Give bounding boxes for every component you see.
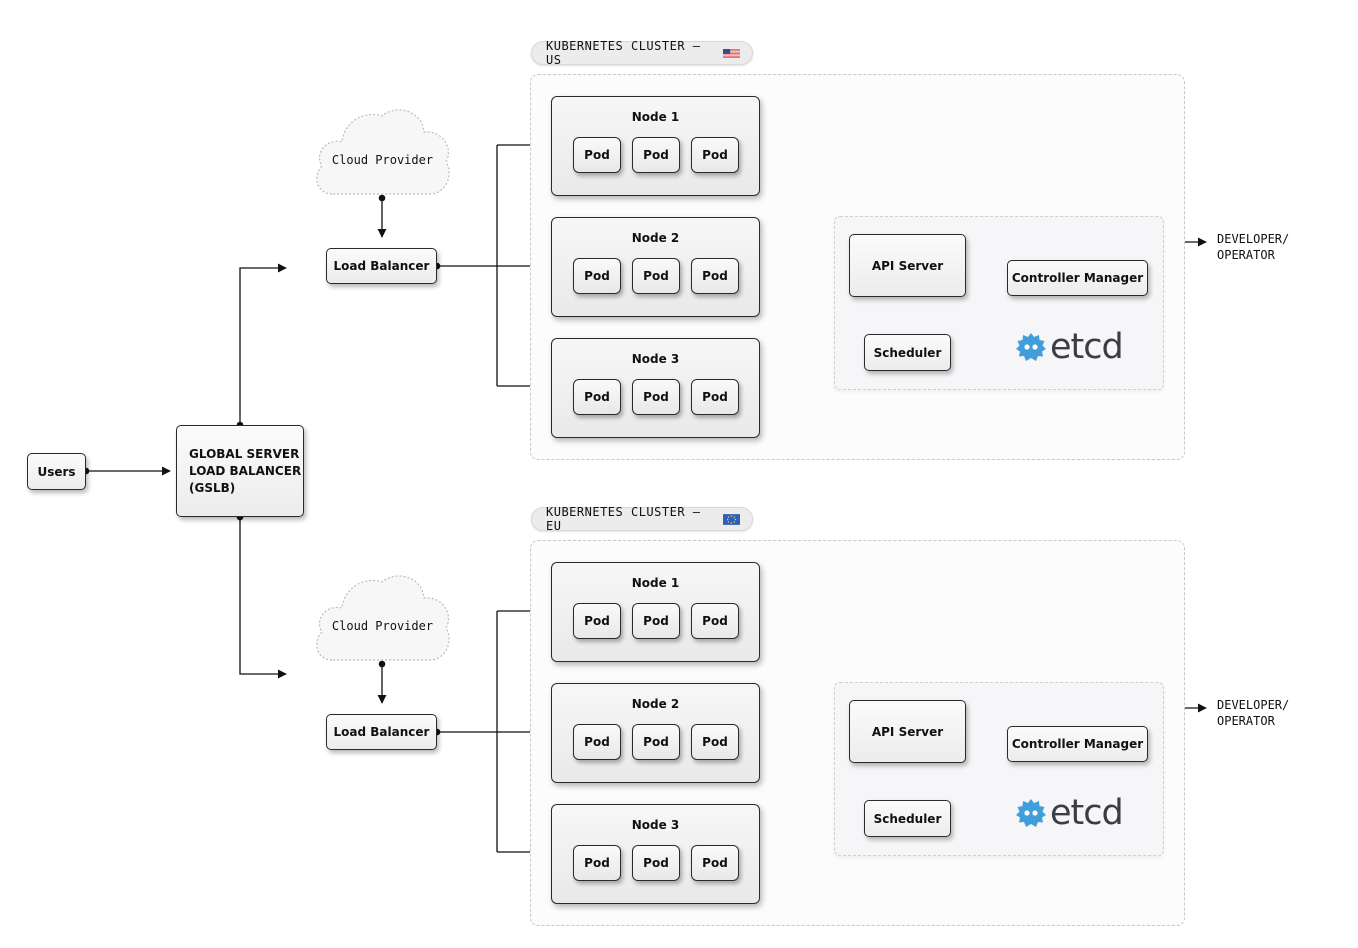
pod[interactable]: Pod (632, 603, 680, 639)
gslb-label-line2: LOAD BALANCER (189, 463, 302, 478)
etcd-icon (1016, 798, 1046, 827)
pod[interactable]: Pod (691, 258, 739, 294)
node-title: Node 2 (631, 697, 680, 711)
pod[interactable]: Pod (573, 258, 621, 294)
gslb-label-line1: GLOBAL SERVER (189, 446, 300, 461)
controller-manager-label: Controller Manager (1011, 737, 1144, 751)
cloud-provider-eu[interactable]: Cloud Provider (312, 570, 453, 666)
pod[interactable]: Pod (691, 137, 739, 173)
node-us-1[interactable]: Node 1 Pod Pod Pod (551, 96, 760, 196)
node-us-2[interactable]: Node 2 Pod Pod Pod (551, 217, 760, 317)
pod[interactable]: Pod (632, 137, 680, 173)
pod[interactable]: Pod (632, 845, 680, 881)
scheduler-eu[interactable]: Scheduler (864, 800, 951, 837)
api-server-label: API Server (871, 724, 944, 739)
developer-operator-label-us: DEVELOPER/ OPERATOR (1217, 231, 1289, 263)
node-eu-1[interactable]: Node 1 Pod Pod Pod (551, 562, 760, 662)
developer-label-line1: DEVELOPER/ (1217, 232, 1290, 246)
load-balancer-label-us: Load Balancer (333, 259, 430, 273)
cloud-provider-label-eu: Cloud Provider (331, 619, 434, 633)
developer-operator-label-eu: DEVELOPER/ OPERATOR (1217, 697, 1289, 729)
controller-manager-label: Controller Manager (1011, 271, 1144, 285)
developer-label-line2: OPERATOR (1217, 248, 1275, 262)
node-title: Node 1 (631, 576, 680, 590)
users-box[interactable]: Users (27, 453, 86, 490)
node-eu-3[interactable]: Node 3 Pod Pod Pod (551, 804, 760, 904)
node-title: Node 3 (631, 352, 680, 366)
node-eu-2[interactable]: Node 2 Pod Pod Pod (551, 683, 760, 783)
pod[interactable]: Pod (632, 379, 680, 415)
etcd-label: etcd (1050, 327, 1124, 367)
etcd-logo-us: etcd (1014, 327, 1124, 367)
scheduler-label: Scheduler (873, 345, 942, 360)
node-title: Node 3 (631, 818, 680, 832)
etcd-logo-eu: etcd (1014, 793, 1124, 833)
api-server-us[interactable]: API Server (849, 234, 966, 297)
cluster-region-pill-eu: KUBERNETES CLUSTER – EU (531, 505, 753, 533)
developer-label-line2: OPERATOR (1217, 714, 1275, 728)
etcd-label: etcd (1050, 793, 1124, 833)
api-server-eu[interactable]: API Server (849, 700, 966, 763)
gslb-label-line3: (GSLB) (189, 480, 236, 495)
api-server-label: API Server (871, 258, 944, 273)
node-title: Node 2 (631, 231, 680, 245)
cluster-region-pill-us: KUBERNETES CLUSTER – US (531, 39, 753, 67)
gslb-box[interactable]: GLOBAL SERVER LOAD BALANCER (GSLB) (176, 425, 304, 517)
controller-manager-us[interactable]: Controller Manager (1007, 260, 1148, 296)
load-balancer-eu[interactable]: Load Balancer (326, 714, 437, 750)
cluster-region-label-us: KUBERNETES CLUSTER – US (546, 39, 701, 67)
pod[interactable]: Pod (573, 379, 621, 415)
node-us-3[interactable]: Node 3 Pod Pod Pod (551, 338, 760, 438)
cloud-icon (316, 109, 450, 195)
cloud-provider-label-us: Cloud Provider (331, 153, 434, 167)
scheduler-us[interactable]: Scheduler (864, 334, 951, 371)
eu-flag-icon (723, 513, 740, 525)
pod[interactable]: Pod (632, 258, 680, 294)
pod[interactable]: Pod (573, 137, 621, 173)
us-flag-icon (723, 48, 740, 59)
load-balancer-us[interactable]: Load Balancer (326, 248, 437, 284)
load-balancer-label-eu: Load Balancer (333, 725, 430, 739)
users-label: Users (37, 464, 76, 479)
pod[interactable]: Pod (573, 845, 621, 881)
pod[interactable]: Pod (573, 724, 621, 760)
developer-label-line1: DEVELOPER/ (1217, 698, 1290, 712)
cluster-region-label-eu: KUBERNETES CLUSTER – EU (546, 505, 701, 533)
node-title: Node 1 (631, 110, 680, 124)
pod[interactable]: Pod (691, 845, 739, 881)
etcd-icon (1016, 332, 1046, 361)
cloud-icon (316, 575, 450, 661)
pod[interactable]: Pod (691, 603, 739, 639)
pod[interactable]: Pod (691, 724, 739, 760)
scheduler-label: Scheduler (873, 811, 942, 826)
pod[interactable]: Pod (573, 603, 621, 639)
controller-manager-eu[interactable]: Controller Manager (1007, 726, 1148, 762)
pod[interactable]: Pod (632, 724, 680, 760)
pod[interactable]: Pod (691, 379, 739, 415)
cloud-provider-us[interactable]: Cloud Provider (312, 104, 453, 200)
gslb-label: GLOBAL SERVER LOAD BALANCER (GSLB) (189, 446, 301, 497)
